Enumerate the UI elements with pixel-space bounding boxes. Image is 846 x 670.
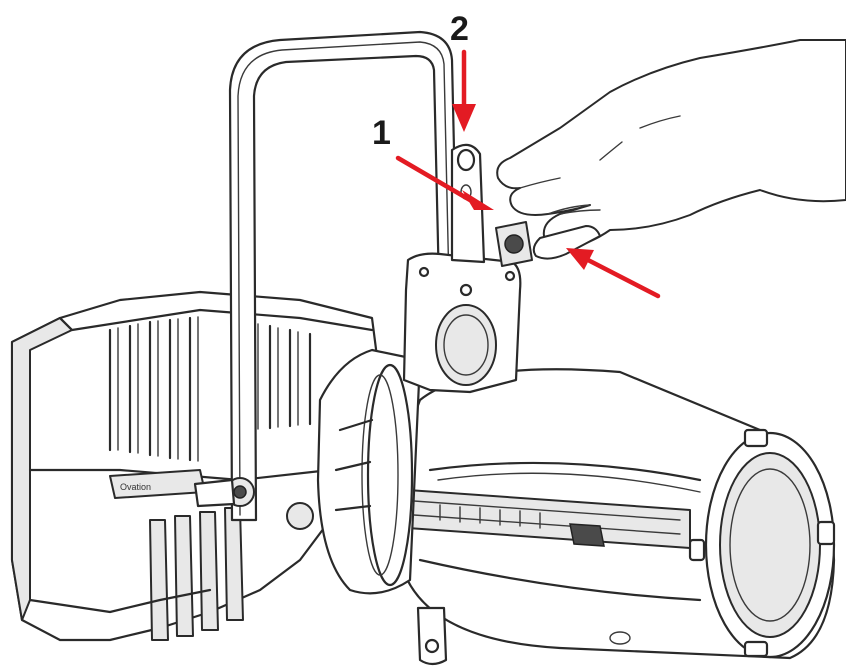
gobo-holder	[402, 143, 533, 394]
svg-text:Ovation: Ovation	[120, 482, 151, 492]
callout-label-2: 2	[450, 10, 469, 48]
lens-barrel	[379, 368, 836, 666]
callout-label-1: 1	[372, 114, 391, 152]
arrow-3-diagonal	[566, 248, 661, 299]
gate-section	[316, 348, 422, 595]
hand-icon	[496, 39, 846, 260]
arrow-1-diagonal	[395, 155, 494, 210]
arrow-2-down	[452, 49, 476, 132]
